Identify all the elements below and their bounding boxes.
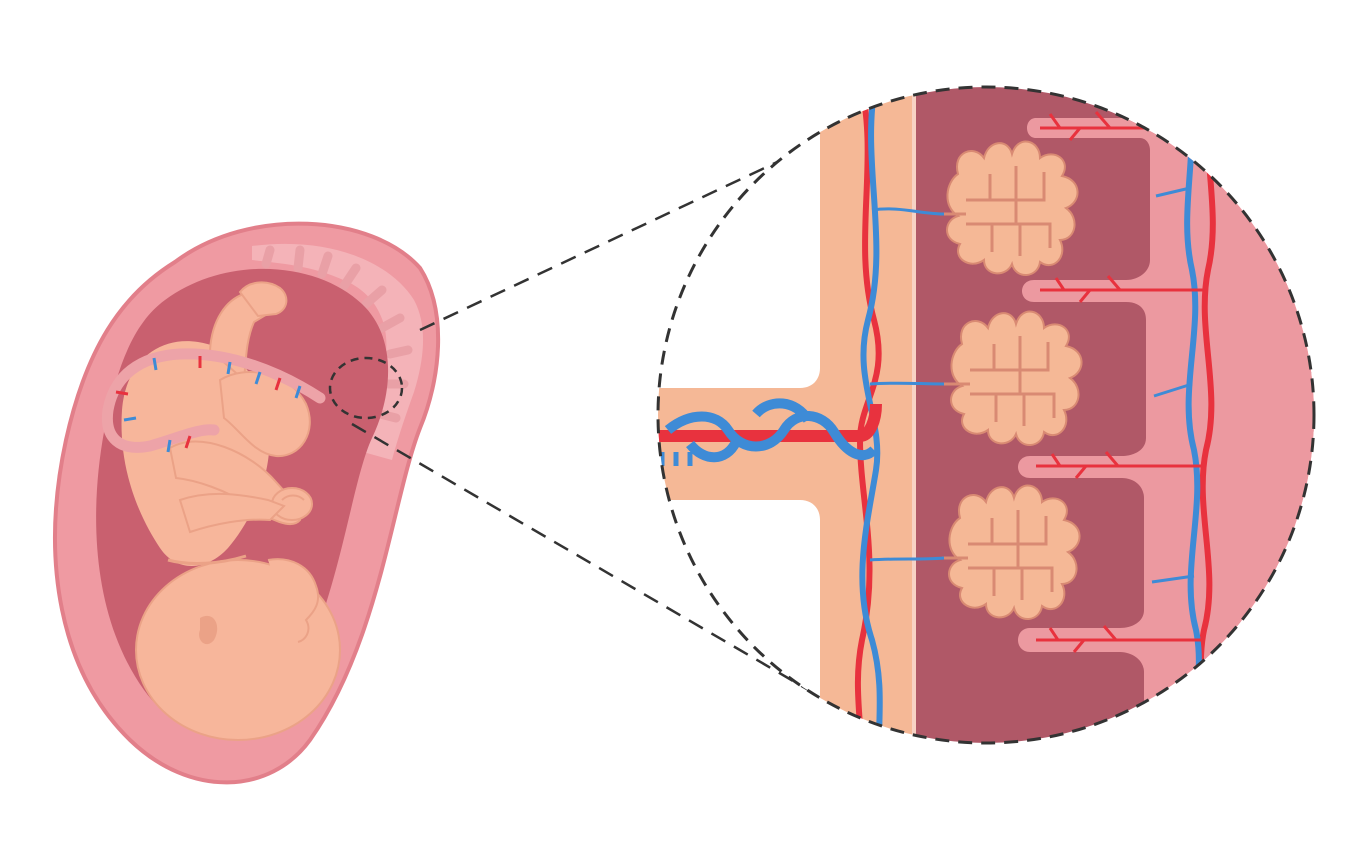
magnified-placenta [658,87,1314,743]
zoom-source-outline [328,356,404,420]
zoom-connector-upper [419,154,791,332]
fetus [121,281,341,741]
fetal-vessels [658,87,945,743]
chorionic-villi [938,140,1084,621]
magnifier-outline [656,85,1316,745]
zoom-connector-lower [351,422,813,694]
umbilical-cord [101,348,326,453]
